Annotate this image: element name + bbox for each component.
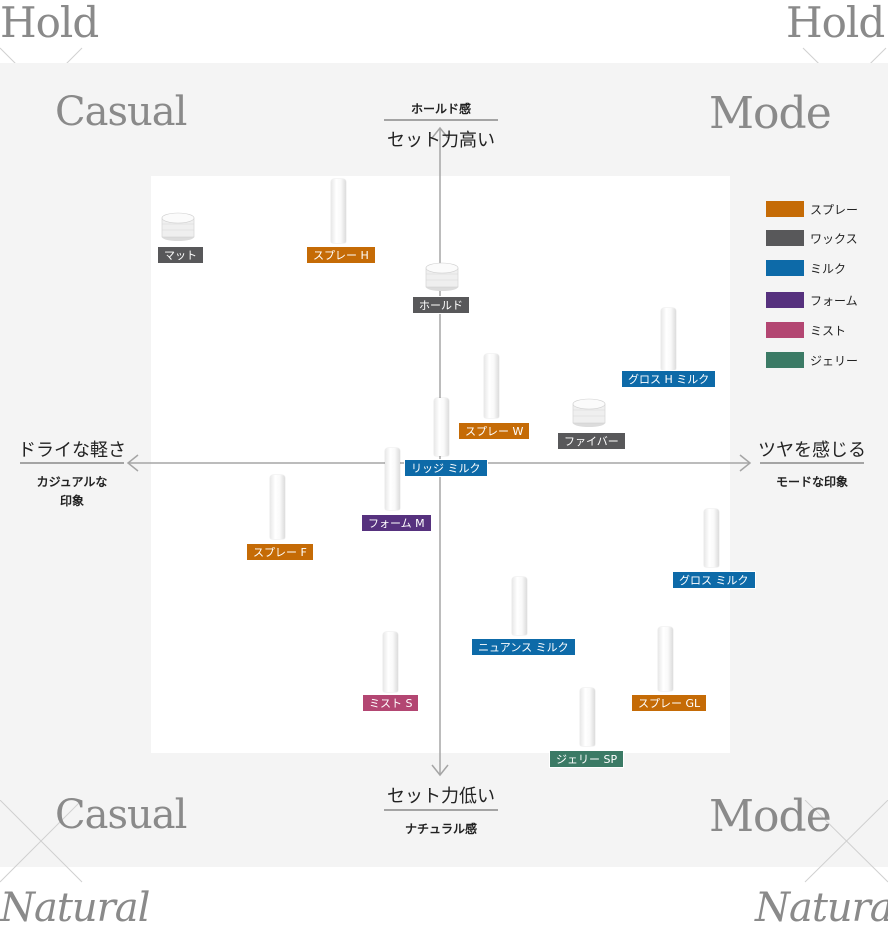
axis-left-label: ドライな軽さ xyxy=(18,440,126,461)
bottle-icon xyxy=(661,308,676,370)
corner-cross-bottom-left xyxy=(0,800,83,883)
product-tag: ミスト S xyxy=(362,694,420,712)
product-tag: グロス H ミルク xyxy=(621,370,717,388)
product-tag: スプレー GL xyxy=(631,694,708,712)
bottle-icon xyxy=(580,688,595,746)
product-tag: スプレー W xyxy=(458,422,531,440)
product-tag: リッジ ミルク xyxy=(404,459,488,477)
axis-left-sublabel-line2: 印象 xyxy=(59,494,84,508)
legend-item: ジェリー xyxy=(766,351,858,369)
legend-label: ジェリー xyxy=(810,353,859,368)
product-tag: グロス ミルク xyxy=(672,571,756,589)
product-tag: ファイバー xyxy=(557,432,626,450)
corner-label-top-right: Hold xyxy=(786,0,885,47)
corner-label-top-left: Hold xyxy=(0,0,99,47)
jar-icon xyxy=(161,212,195,241)
legend-item: ミスト xyxy=(766,321,846,339)
axis-bottom-label: セット力低い xyxy=(387,786,495,807)
legend-swatch xyxy=(766,322,804,338)
product-tag: スプレー H xyxy=(306,246,376,264)
axis-bottom-sublabel: ナチュラル感 xyxy=(404,822,477,836)
legend-item: スプレー xyxy=(766,200,858,218)
legend-swatch xyxy=(766,292,804,308)
legend-swatch xyxy=(766,260,804,276)
bottle-icon xyxy=(383,632,398,692)
corner-cross-bottom-right xyxy=(804,800,888,883)
bottle-icon xyxy=(434,398,449,456)
bottle-icon xyxy=(331,179,346,243)
product-tag: ニュアンス ミルク xyxy=(471,638,576,656)
bottle-icon xyxy=(658,627,673,691)
corner-label-bottom-left: Natural xyxy=(0,885,150,931)
legend-item: フォーム xyxy=(766,291,858,309)
axis-top-label: セット力高い xyxy=(387,130,495,151)
product-tag: フォーム M xyxy=(361,514,432,532)
product-tag: スプレー F xyxy=(246,543,314,561)
legend-label: フォーム xyxy=(810,293,858,308)
bottle-icon xyxy=(704,509,719,567)
bottle-icon xyxy=(270,475,285,539)
bottle-icon xyxy=(385,448,400,510)
legend-label: スプレー xyxy=(810,202,859,217)
legend-swatch xyxy=(766,230,804,246)
legend-label: ワックス xyxy=(810,231,858,246)
axis-top-sublabel: ホールド感 xyxy=(410,102,471,116)
bottle-icon xyxy=(484,354,499,418)
legend-item: ワックス xyxy=(766,229,858,247)
legend-label: ミルク xyxy=(810,261,847,276)
quadrant-label-upper-left: Casual xyxy=(55,89,187,135)
quadrant-label-lower-left: Casual xyxy=(55,792,187,838)
legend-swatch xyxy=(766,201,804,217)
legend-label: ミスト xyxy=(810,323,847,338)
product-tag: ホールド xyxy=(412,296,470,314)
product-tag: マット xyxy=(157,246,204,264)
legend-swatch xyxy=(766,352,804,368)
quadrant-label-lower-right: Mode xyxy=(709,791,832,842)
axis-right-sublabel: モードな印象 xyxy=(775,475,848,489)
corner-label-bottom-right: Natural xyxy=(755,885,888,931)
product-tag: ジェリー SP xyxy=(549,750,625,768)
bottle-icon xyxy=(512,577,527,635)
quadrant-label-upper-right: Mode xyxy=(709,88,832,139)
axis-right-label: ツヤを感じる xyxy=(758,440,866,461)
jar-icon xyxy=(572,398,606,427)
legend-item: ミルク xyxy=(766,259,846,277)
axis-left-sublabel-line1: カジュアルな xyxy=(36,475,108,489)
jar-icon xyxy=(425,262,459,291)
